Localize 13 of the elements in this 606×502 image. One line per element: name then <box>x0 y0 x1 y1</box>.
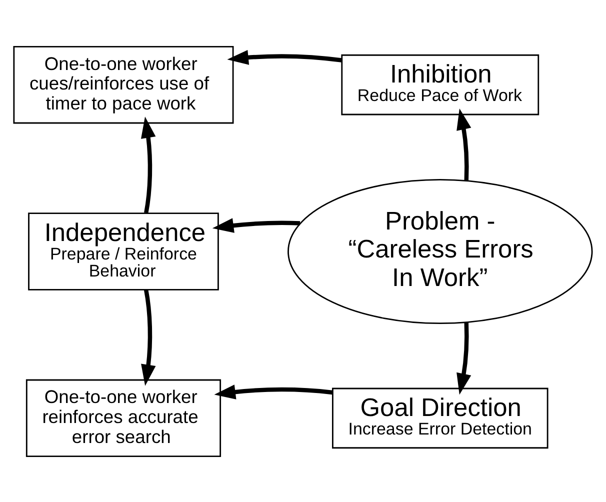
node-box: Independence Prepare / Reinforce Behavior <box>28 212 219 290</box>
node-box: One-to-one worker reinforces accurate error search <box>26 378 222 457</box>
arrow <box>212 218 300 232</box>
arrow <box>227 50 342 64</box>
arrow <box>456 108 472 180</box>
arrow <box>214 384 333 399</box>
node-box: Inhibition Reduce Pace of Work <box>341 54 540 115</box>
arrow <box>456 322 472 394</box>
arrow <box>141 116 156 213</box>
node-ellipse: Problem - “Careless Errors In Work” <box>288 178 593 324</box>
arrow <box>141 288 156 386</box>
node-box: Goal Direction Increase Error Detection <box>332 387 548 448</box>
node-box: One-to-one worker cues/reinforces use of timer to pace work <box>13 45 234 124</box>
